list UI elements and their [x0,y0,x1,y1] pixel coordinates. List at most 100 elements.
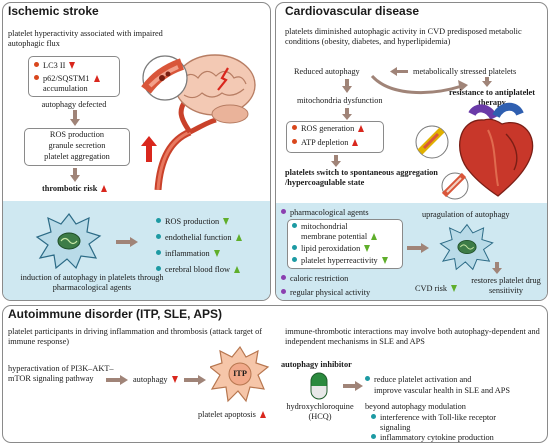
autoimmune-immune: immune-thrombotic interactions may invol… [285,327,540,346]
flow-arrow-icon [343,381,363,391]
down-arrow-icon [223,218,230,225]
effects-box [24,128,130,166]
platelet-cell-icon [439,223,494,271]
heart-illustration [459,102,534,197]
autoimmune-benefit: reduce platelet activation and [365,375,471,385]
bullet-dot [281,209,286,214]
flow-arrow-icon [482,77,492,87]
effect-ros: ROS production [49,130,105,139]
down-arrow-icon [451,285,458,292]
flow-arrow-icon [70,110,80,126]
cvd-lipid: lipid peroxidation [292,244,371,254]
autoimmune-autophagy: autophagy [133,375,178,385]
cvd-switch: platelets switch to spontaneous aggregat… [285,168,438,187]
bullet-dot [371,414,376,419]
bullet-dot [292,245,297,250]
outcome-inflammation: inflammation [156,249,220,259]
flow-arrow-icon [407,243,429,253]
down-arrow-icon [171,376,178,383]
itp-platelet-icon [210,345,270,403]
up-arrow-icon [358,125,365,132]
flow-arrow-icon [342,108,352,120]
cvd-upreg: upragulation of autophagy [422,210,510,219]
bullet-dot [156,218,161,223]
autoimmune-title: Autoimmune disorder (ITP, SLE, APS) [8,307,223,321]
bullet-dot [156,234,161,239]
effect-aggregation: platelet aggregation [44,152,110,161]
bullet-dot [156,250,161,255]
platelet-cell-icon [35,212,102,270]
bullet-dot [292,223,297,228]
cvd-pharm: pharmacological agents [281,208,369,218]
up-arrow-icon [352,139,359,146]
cvd-hyper: platelet hyperreactivity [292,256,388,266]
autophagy-defected: autophagy defected [41,100,107,109]
flow-arrow-icon [184,375,206,385]
down-arrow-icon [213,250,220,257]
vessel-zoom-icon [415,125,449,159]
ischemic-intro: platelet hyperactivity associated with i… [8,29,163,48]
flow-arrow-icon [492,262,502,274]
autoimmune-apoptosis: platelet apoptosis [198,410,266,420]
autoimmune-tlr: interference with Toll-like receptor [371,413,496,423]
cvd-atp: ATP depletion [292,138,359,148]
down-arrow-icon [69,62,76,69]
brain-icon [174,54,256,124]
bullet-dot [365,376,370,381]
up-arrow-icon [371,233,378,240]
bullet-dot [281,275,286,280]
outcome-bloodflow: cerebral blood flow [156,265,240,275]
bullet-dot [371,434,376,439]
cvd-risk: CVD risk [415,284,458,294]
cvd-title: Cardiovascular disease [285,4,420,18]
cvd-effects-box [286,121,384,153]
autoimmune-intro: platelet participants in driving inflamm… [8,327,262,346]
up-arrow-icon [259,411,266,418]
down-arrow-icon [364,245,371,252]
autoimmune-beyond: beyond autophagy modulation [365,402,466,411]
ischemic-title: Ischemic stroke [8,4,99,18]
autophagy-inhibitor: autophagy inhibitor [281,360,352,369]
outcome-ros: ROS production [156,217,230,227]
thrombotic-risk: thrombotic risk [42,184,108,194]
up-arrow-icon [233,266,240,273]
up-arrow-icon [101,185,108,192]
cvd-mito: mitochondria dysfunction [297,96,383,105]
up-arrow-icon [235,234,242,241]
autoimmune-panel [2,305,548,443]
bullet-dot [292,139,297,144]
bullet-dot [34,62,39,67]
flow-arrow-icon [331,155,341,167]
flow-arrow-left-icon [390,67,408,76]
marker-p62: p62/SQSTM1 [34,74,100,84]
flow-arrow-icon [106,375,128,385]
marker-accumulation: accumulation [43,84,88,93]
outcome-endothelial: endothelial function [156,233,242,243]
brain-artery-illustration [141,54,256,190]
autoimmune-cytokine: inflammatory cytokine production [371,433,494,443]
curved-arrow-icon [370,74,468,94]
cvd-restores: restores platelet drug sensitivity [471,276,541,295]
induction-text: induction of autophagy in platelets thro… [20,273,164,292]
cvd-intro: platelets diminished autophagic activity… [285,27,522,46]
flow-arrow-icon [70,168,80,182]
bullet-dot [292,257,297,262]
bullet-dot [292,125,297,130]
cvd-membrane: mitochondrial [292,222,348,232]
cvd-reduced: Reduced autophagy [294,67,360,76]
up-arrow-icon [93,75,100,82]
cvd-stressed: metabolically stressed platelets [413,67,517,76]
effect-granule: granule secretion [48,141,106,150]
cvd-ros: ROS generation [292,124,365,134]
flow-arrow-icon [116,237,138,247]
autoimmune-benefit-2: improve vascular health in SLE and APS [374,386,510,395]
hcq-drug: hydroxychloroquine (HCQ) [286,402,354,421]
down-arrow-icon [381,257,388,264]
cvd-exercise: regular physical activity [281,288,370,298]
cvd-resistance: resistance to antiplatelet therapy [448,88,536,107]
itp-label: ITP [233,369,247,378]
flow-arrow-icon [342,79,352,93]
marker-lc3: LC3 II [34,61,76,71]
cvd-membrane-2: membrane potential [301,232,378,242]
capsule-icon [310,372,328,400]
